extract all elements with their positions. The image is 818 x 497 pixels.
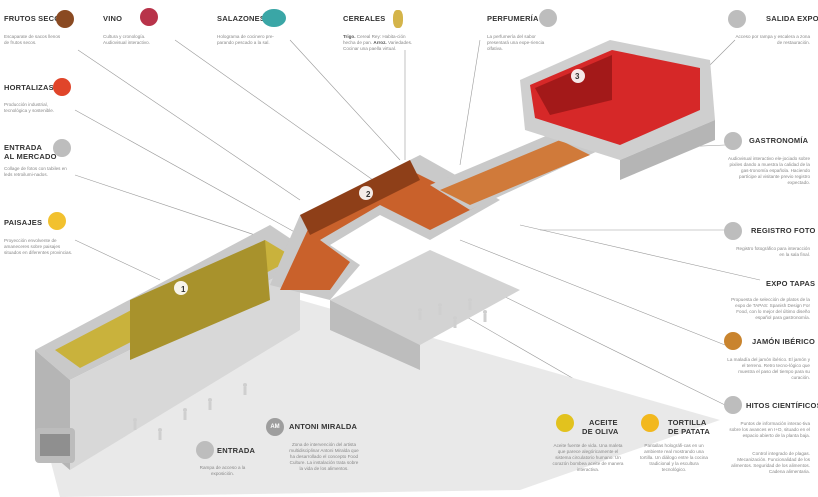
- perfumeria-desc: La perfumería del sabor presentará una e…: [487, 34, 545, 51]
- miralda-title: ANTONI MIRALDA: [289, 422, 358, 431]
- camera-icon: [724, 222, 742, 240]
- hitos-desc-2: Control integrado de plagas. Mecanizació…: [731, 451, 810, 474]
- hitos-desc-1: Puntos de información interac-tiva sobre…: [729, 421, 810, 438]
- cereales-desc-4: Variedades. Cocinar una paella virtual.: [343, 40, 413, 51]
- entrada-desc: Rampa de acceso a la exposición.: [199, 465, 246, 476]
- cart-icon: [53, 139, 71, 157]
- perfumeria-title: PERFUMERÍA: [487, 14, 539, 23]
- salida-desc: Acceso por rampa y escalera a zona de re…: [735, 34, 810, 45]
- entrada-title: ENTRADA: [217, 446, 256, 455]
- tortilla-desc: Pantallas holográfi-cas en un ambiente r…: [640, 443, 708, 472]
- vino-title: VINO: [103, 14, 123, 23]
- pig-icon: [724, 332, 742, 350]
- wheat-icon: [393, 10, 403, 28]
- cereales-desc-3: Arroz.: [373, 40, 387, 45]
- cereales-desc-2: Cereal Rey: Habita-ción hecha de pan.: [343, 34, 406, 45]
- entrada-mercado-desc: Collage de fotos con tabiles en leds ret…: [4, 166, 67, 177]
- gastronomia-title: GASTRONOMÍA: [749, 136, 809, 145]
- registro-desc: Registro fotográfico para interacción en…: [736, 246, 810, 257]
- tortilla-title-2: DE PATATA: [668, 427, 710, 436]
- zone-marker-1: 1: [181, 285, 186, 294]
- frutos-title: FRUTOS SECOS: [4, 14, 66, 23]
- paisajes-title: PAISAJES: [4, 218, 43, 227]
- paisajes-desc: Proyección envolvente de amaneceres sobr…: [4, 238, 73, 255]
- jamon-desc: La maladía del jamón ibérico. El jamón y…: [727, 357, 810, 380]
- entrada-mercado-title-1: ENTRADA: [4, 143, 43, 152]
- oil-drop-icon: [556, 414, 574, 432]
- sun-icon: [48, 212, 66, 230]
- tapas-title: EXPO TAPAS: [766, 279, 816, 288]
- cereales-desc: Trigo. Cereal Rey: Habita-ción hecha de …: [343, 34, 413, 52]
- vino-desc: Cultura y cronología. Audiovisual intera…: [103, 34, 150, 45]
- cereales-title: CEREALES: [343, 14, 386, 23]
- entrada-mercado-title-2: AL MERCADO: [4, 152, 57, 161]
- hortalizas-title: HORTALIZAS: [4, 83, 54, 92]
- aceite-title-2: DE OLIVA: [582, 427, 619, 436]
- grapes-icon: [140, 8, 158, 26]
- zone-marker-3: 3: [575, 72, 580, 81]
- tapas-desc: Propuesta de selección de platos de la e…: [731, 297, 810, 320]
- salazones-title: SALAZONES: [217, 14, 266, 23]
- hortalizas-desc: Producción industrial, tecnológica y sos…: [4, 102, 55, 113]
- hitos-title: HITOS CIENTÍFICOS: [746, 401, 818, 410]
- aceite-desc: Aceite fuente de vida. Una maleta que pa…: [552, 443, 624, 472]
- chestnut-icon: [56, 10, 74, 28]
- jamon-title: JAMÓN IBÉRICO: [752, 337, 816, 346]
- zone-marker-2: 2: [366, 190, 371, 199]
- flame-icon: [539, 9, 557, 27]
- miralda-icon: AM: [266, 418, 284, 436]
- plate-icon: [724, 132, 742, 150]
- tortilla-title-1: TORTILLA: [668, 418, 707, 427]
- salida-title: SALIDA EXPO: [766, 14, 818, 23]
- salazones-desc: Holograma de cocinero pre-parando pescad…: [217, 34, 274, 45]
- egg-icon: [641, 414, 659, 432]
- fish-icon: [262, 9, 286, 27]
- registro-title: REGISTRO FOTO: [751, 226, 816, 235]
- miralda-desc: Zona de intervención del artista multidi…: [289, 442, 359, 471]
- arrow-right-icon: [728, 10, 746, 28]
- molecule-icon: [724, 396, 742, 414]
- cereales-desc-1: Trigo.: [343, 34, 356, 39]
- arrow-left-icon: [196, 441, 214, 459]
- gastronomia-desc: Audiovisual interactivo ele-jociado sobr…: [728, 156, 810, 185]
- frutos-desc: Escaparate de sacos llenos de frutos sec…: [4, 34, 61, 45]
- tomato-icon: [53, 78, 71, 96]
- aceite-title-1: ACEITE: [589, 418, 618, 427]
